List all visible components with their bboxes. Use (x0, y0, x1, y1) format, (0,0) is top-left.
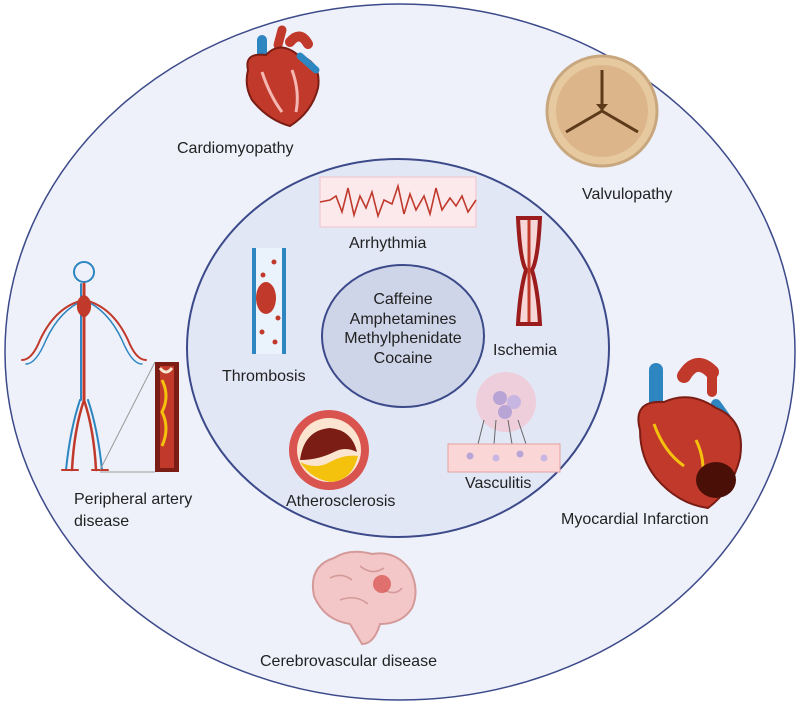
brain-icon (312, 550, 417, 646)
drug-label: Methylphenidate (344, 330, 462, 348)
valve-icon (545, 54, 659, 168)
vasculitis-icon (447, 372, 561, 473)
peripheral-label-line1: Peripheral artery (74, 491, 193, 508)
arrhythmia-label: Arrhythmia (349, 235, 427, 252)
thrombosis-vessel-icon (252, 248, 286, 354)
thrombosis-label: Thrombosis (222, 368, 306, 385)
drug-label: Caffeine (373, 291, 433, 308)
ischemia-vessel-icon (515, 216, 543, 326)
center-circle (321, 264, 485, 408)
ecg-icon (319, 176, 477, 228)
peripheral-label-line2: disease (74, 513, 130, 530)
atherosclerosis-artery-icon (289, 410, 369, 490)
drug-list: Caffeine Amphetamines Methylphenidate Co… (323, 290, 483, 368)
peripheral-zoom-lines (99, 361, 156, 473)
vasculitis-label: Vasculitis (465, 475, 532, 492)
cardiomyopathy-heart-icon (245, 25, 320, 128)
myocardial-infarction-heart-icon (637, 358, 742, 510)
ischemia-label: Ischemia (493, 342, 558, 359)
cardiomyopathy-label: Cardiomyopathy (177, 140, 294, 157)
valvulopathy-label: Valvulopathy (582, 186, 673, 203)
artery-plaque-inset-icon (155, 362, 179, 472)
cerebrovascular-label: Cerebrovascular disease (260, 653, 437, 670)
atherosclerosis-label: Atherosclerosis (286, 493, 396, 510)
drug-label: Amphetamines (349, 310, 457, 328)
myocardial-infarction-label: Myocardial Infarction (561, 511, 709, 528)
body-vasculature-icon (21, 261, 147, 472)
drug-label: Cocaine (373, 349, 433, 367)
